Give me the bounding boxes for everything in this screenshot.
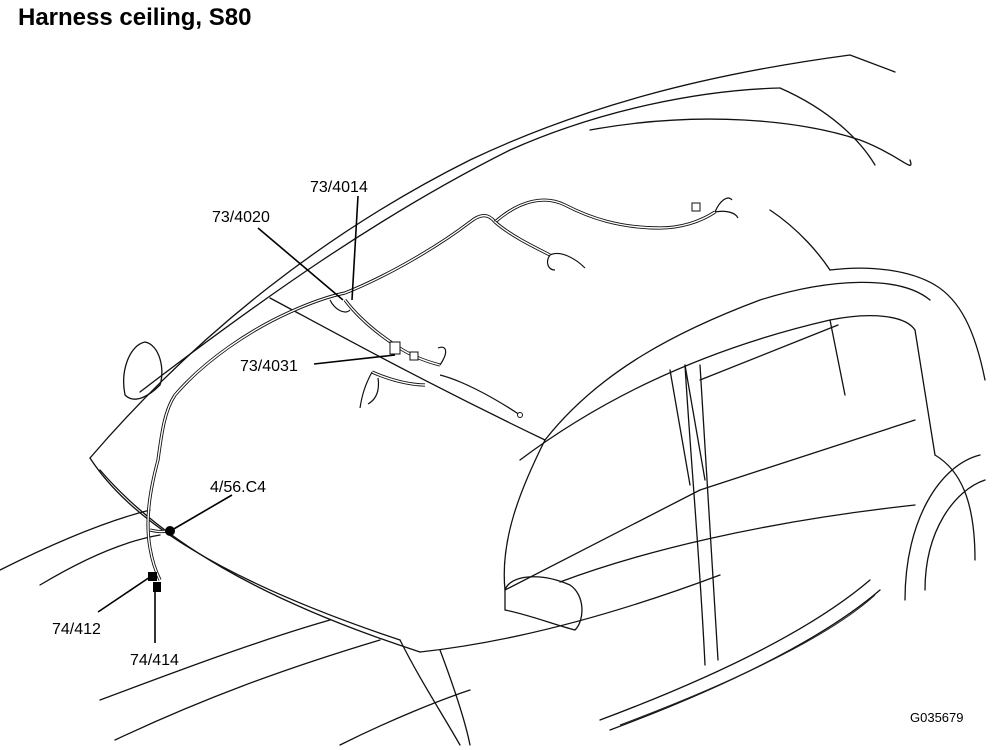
callout-73-4014: 73/4014 <box>310 179 368 196</box>
leader-lines <box>97 195 396 643</box>
callout-labels: 73/4014 73/4020 73/4031 4/56.C4 74/412 7… <box>52 179 964 725</box>
callout-73-4031: 73/4031 <box>240 358 298 375</box>
callout-74-412: 74/412 <box>52 621 101 638</box>
car-body <box>0 54 986 746</box>
harness-wiring <box>146 197 739 592</box>
callout-73-4020: 73/4020 <box>212 209 270 226</box>
figure-code: G035679 <box>910 710 964 725</box>
callout-4-56-c4: 4/56.C4 <box>210 479 266 496</box>
diagram-title: Harness ceiling, S80 <box>18 4 252 31</box>
callout-74-414: 74/414 <box>130 652 179 669</box>
